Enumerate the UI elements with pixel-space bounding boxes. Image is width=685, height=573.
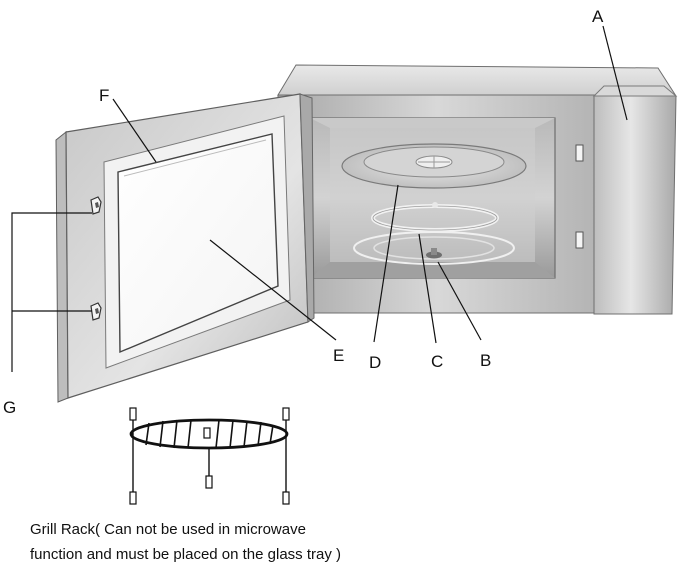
latch-slot-lower — [575, 231, 584, 249]
door-hook-upper — [90, 196, 102, 215]
control-panel — [592, 85, 678, 315]
label-a: A — [592, 7, 604, 26]
label-b: B — [480, 351, 491, 370]
floor-ring — [353, 231, 515, 265]
label-f: F — [99, 86, 109, 105]
door-hook-lower — [90, 302, 102, 321]
door — [55, 93, 315, 403]
label-e: E — [333, 346, 344, 365]
glass-tray — [341, 143, 527, 189]
leader-e — [209, 239, 337, 341]
microwave-cabinet — [277, 64, 678, 315]
leader-c — [418, 233, 437, 344]
grill-rack-caption: Grill Rack( Can not be used in microwave… — [30, 517, 650, 567]
label-d: D — [369, 353, 381, 372]
turntable-shaft — [426, 248, 442, 259]
grill-rack — [129, 407, 290, 505]
leader-a — [602, 25, 628, 121]
door-window — [117, 133, 279, 354]
label-g: G — [3, 398, 16, 417]
caption-line-1: Grill Rack( Can not be used in microwave — [30, 521, 306, 538]
latch-slot-upper — [575, 144, 584, 162]
leader-d — [373, 184, 399, 343]
label-c: C — [431, 352, 443, 371]
roller-ring — [371, 202, 499, 232]
caption-line-2: function and must be placed on the glass… — [30, 546, 342, 563]
leader-f — [112, 98, 157, 163]
leader-lines — [11, 25, 628, 372]
leader-b — [437, 261, 482, 341]
leader-g — [11, 212, 92, 372]
